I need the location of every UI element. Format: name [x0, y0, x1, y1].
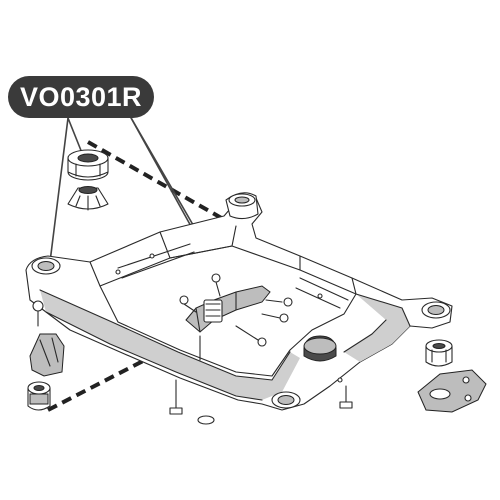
- bushing-right: [425, 339, 453, 367]
- bushing-bottom-left: [27, 381, 51, 411]
- rubber-cap: [303, 335, 337, 362]
- bolt-bottom-left: [169, 379, 183, 415]
- frame-mount-rear-right: [421, 301, 451, 319]
- part-number-badge: VO0301R: [8, 76, 154, 118]
- frame-mount-rear-left: [225, 192, 259, 220]
- frame-mount-front-right: [271, 391, 301, 409]
- bolt-bottom-right: [339, 385, 353, 409]
- frame-mount-front-left: [31, 257, 61, 275]
- washer-bottom: [197, 415, 215, 425]
- dashed-guide-top: [87, 140, 233, 226]
- part-number-label: VO0301R: [19, 81, 143, 112]
- bracket-right: [417, 369, 487, 413]
- bracket-left: [29, 300, 65, 377]
- bushing-top-left: [67, 149, 109, 181]
- bushing-washer-top-left: [67, 186, 109, 211]
- bolts-center: [179, 273, 293, 361]
- center-linkage: [185, 285, 271, 333]
